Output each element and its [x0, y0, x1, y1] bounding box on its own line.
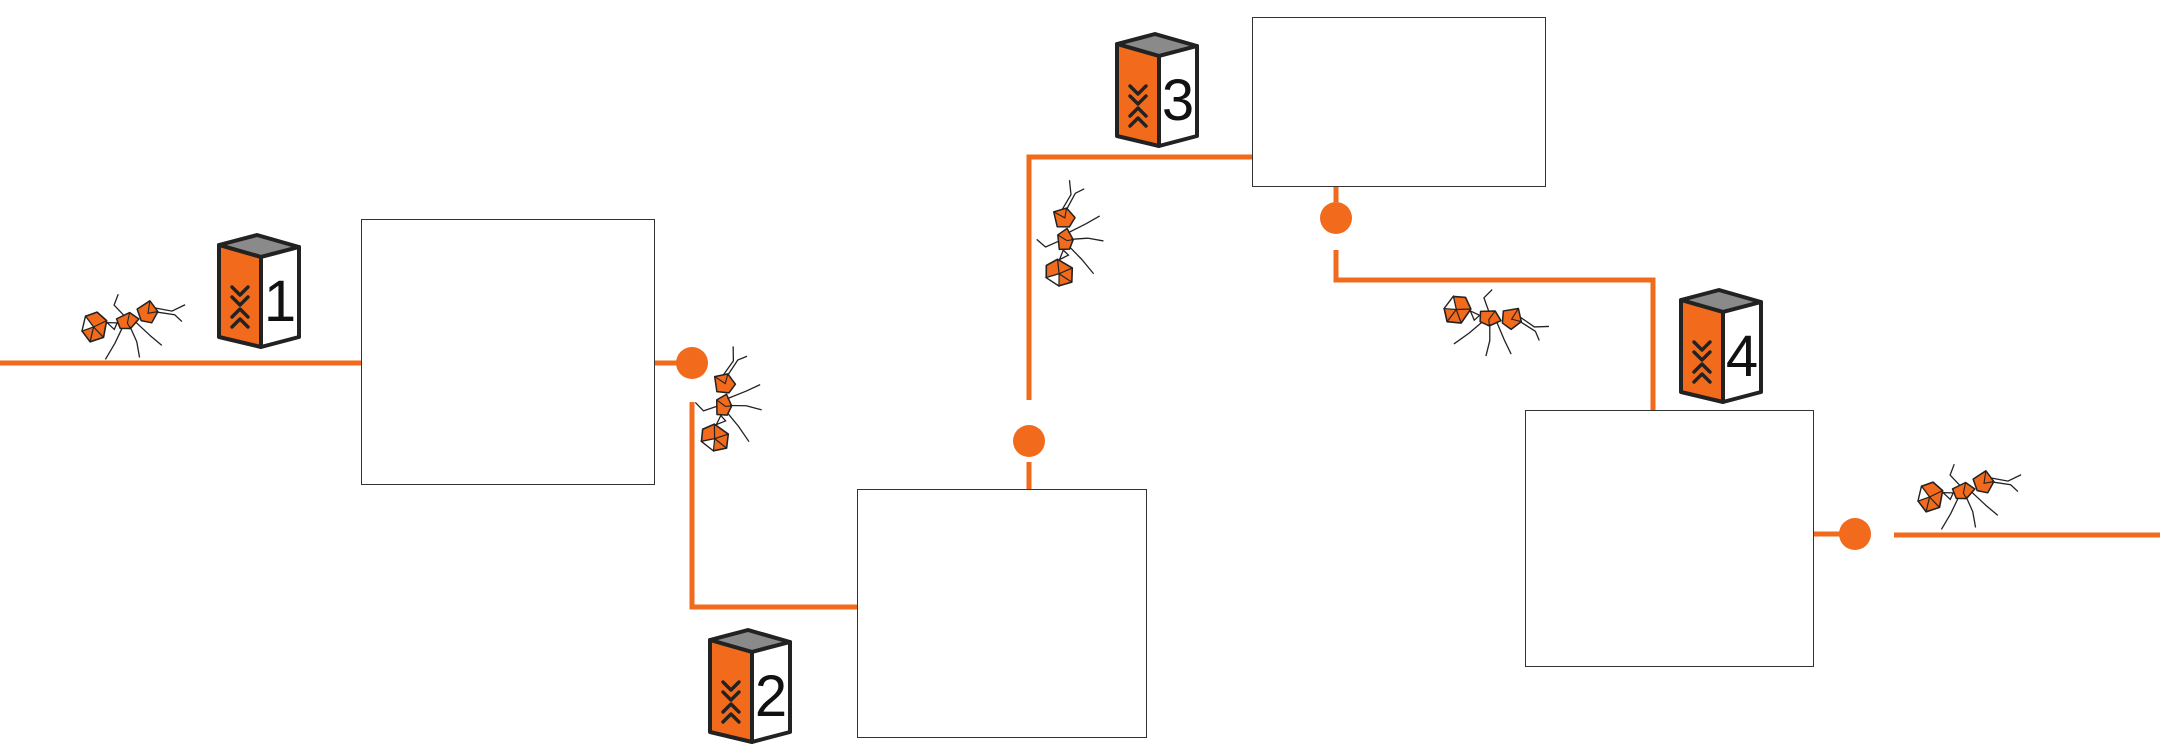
step-number-2: 2 — [755, 664, 787, 729]
connection-dot-3 — [1320, 202, 1352, 234]
step-cube-2: 2 — [708, 628, 792, 744]
connector-1-to-2 — [689, 402, 858, 610]
connection-dot-4 — [1839, 518, 1871, 550]
ant-icon-4 — [1434, 278, 1556, 370]
connector-2-to-3 — [1026, 154, 1253, 400]
step-box-1 — [361, 219, 655, 485]
step-cube-1: 1 — [217, 233, 301, 349]
connection-dot-2 — [1013, 425, 1045, 457]
step-box-3 — [1252, 17, 1546, 187]
step-number-4: 4 — [1726, 324, 1758, 389]
step-number-3: 3 — [1162, 68, 1194, 133]
ant-icon-3 — [1028, 175, 1114, 293]
step-box-4 — [1525, 410, 1814, 667]
step-number-1: 1 — [264, 269, 296, 334]
connection-dots — [676, 202, 1871, 550]
connector-lines — [0, 154, 2160, 610]
ant-icon-5 — [1912, 452, 2030, 538]
connection-dot-1 — [676, 347, 708, 379]
step-box-2 — [857, 489, 1147, 738]
connector-3-to-4 — [1333, 250, 1656, 411]
step-cube-4: 4 — [1679, 288, 1763, 404]
ant-icon-1 — [76, 282, 194, 368]
step-cube-3: 3 — [1115, 32, 1199, 148]
